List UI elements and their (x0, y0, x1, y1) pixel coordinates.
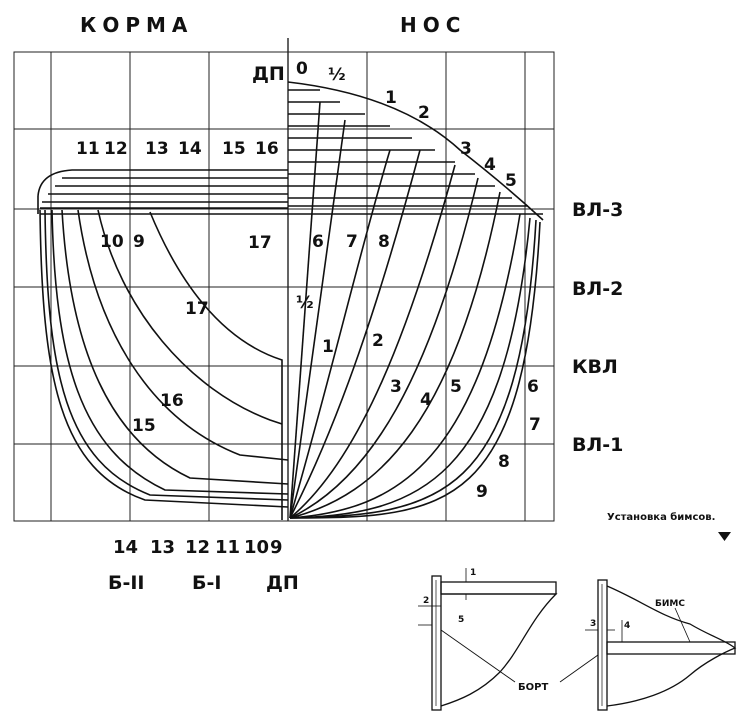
station-label: 12 (185, 537, 210, 558)
dimension-label: 4 (624, 621, 630, 631)
station-label: 11 (215, 537, 240, 558)
station-label: 15 (132, 416, 156, 436)
grid (13, 38, 555, 522)
station-label: 13 (145, 139, 169, 159)
station-label: 3 (460, 139, 472, 159)
buttock-label: Б-II (108, 572, 145, 594)
station-label: 4 (420, 390, 432, 410)
station-label: 3 (390, 377, 402, 397)
station-label: 9 (133, 232, 145, 252)
station-label: 9 (476, 482, 488, 502)
station-label: 8 (378, 232, 390, 252)
station-label: 4 (484, 155, 496, 175)
beam-label: БИМС (655, 599, 685, 609)
buttock-label: ДП (266, 572, 299, 594)
waterline-label-kvl: КВЛ (572, 356, 618, 378)
station-label: ½ (296, 293, 314, 313)
station-label: 15 (222, 139, 246, 159)
station-label: 10 (100, 232, 124, 252)
station-label: 1 (385, 88, 397, 108)
station-label: 7 (529, 415, 541, 435)
station-label: 10 (244, 537, 269, 558)
station-label: 16 (255, 139, 279, 159)
station-label: 17 (185, 299, 209, 319)
centerline-label-top: ДП (252, 63, 285, 85)
waterline-label-vl1: ВЛ-1 (572, 434, 623, 456)
station-label: 16 (160, 391, 184, 411)
beam-detail-left (418, 568, 558, 711)
dimension-label: 3 (590, 619, 596, 629)
stern-sections (37, 169, 289, 520)
station-label: 14 (178, 139, 202, 159)
buttock-label: Б-I (192, 572, 221, 594)
waterline-label-vl3: ВЛ-3 (572, 199, 623, 221)
stern-heading: КОРМА (80, 13, 193, 37)
station-label: 2 (418, 103, 430, 123)
station-label: 2 (372, 331, 384, 351)
station-label: 7 (346, 232, 358, 252)
dimension-label: 2 (423, 596, 429, 606)
station-label: 6 (527, 377, 539, 397)
station-label: 12 (104, 139, 128, 159)
pointer-triangle-icon (718, 532, 731, 541)
beam-detail-right (585, 579, 737, 711)
station-label: 8 (498, 452, 510, 472)
beam-installation-caption: Установка бимсов. (607, 511, 715, 523)
side-leader-lines (440, 629, 599, 683)
station-label: 13 (150, 537, 175, 558)
station-label: 5 (450, 377, 462, 397)
station-label: 5 (505, 171, 517, 191)
station-label: 9 (270, 537, 283, 558)
station-label: ½ (328, 65, 346, 85)
dimension-label: 5 (458, 615, 464, 625)
dimension-label: 1 (470, 568, 476, 578)
station-label: 11 (76, 139, 100, 159)
waterline-label-vl2: ВЛ-2 (572, 278, 623, 300)
station-label: 1 (322, 337, 334, 357)
station-label: 6 (312, 232, 324, 252)
station-label: 14 (113, 537, 138, 558)
bow-sections (287, 81, 544, 519)
side-label: БОРТ (518, 682, 548, 693)
bow-heading: НОС (400, 13, 466, 37)
station-label: 0 (296, 59, 308, 79)
station-label: 17 (248, 233, 272, 253)
